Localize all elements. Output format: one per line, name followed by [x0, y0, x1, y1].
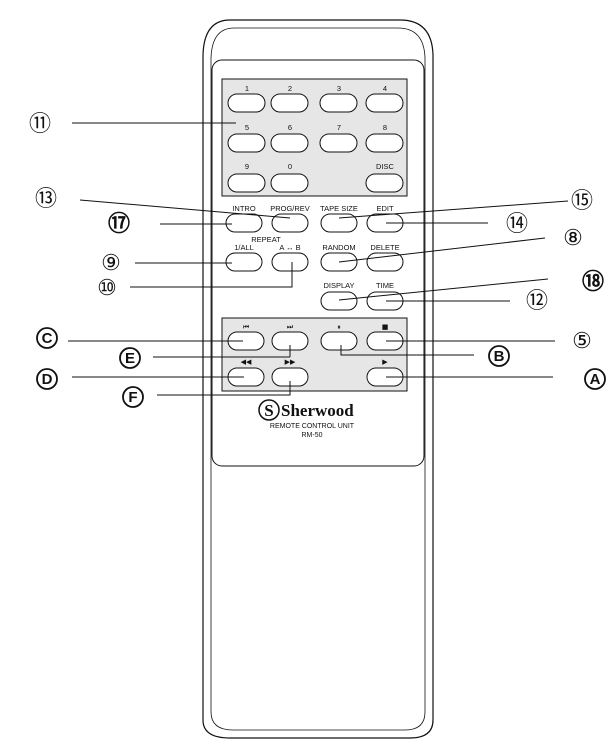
prog-rev-button[interactable]	[271, 213, 309, 233]
brand-logo: S	[258, 399, 280, 421]
key-7[interactable]	[319, 133, 358, 153]
one-all-button[interactable]	[225, 252, 263, 272]
delete-button[interactable]	[366, 252, 404, 272]
key-1-label: 1	[245, 84, 249, 93]
key-4-label: 4	[383, 84, 387, 93]
key-disc-label: DISC	[376, 162, 395, 171]
pause-button[interactable]	[320, 331, 358, 351]
remote-outer-body	[202, 19, 434, 739]
key-8-label: 8	[383, 123, 387, 132]
key-2[interactable]	[270, 93, 309, 113]
time-label: TIME	[376, 281, 394, 290]
callout-d-letter: D	[42, 371, 53, 388]
brand-line2: RM-50	[301, 432, 322, 439]
callout-10: ⑩	[97, 275, 117, 300]
key-disc[interactable]	[365, 173, 404, 193]
key-0[interactable]	[270, 173, 309, 193]
key-8[interactable]	[365, 133, 404, 153]
remote-inner-outline	[210, 27, 426, 731]
key-5-label: 5	[245, 123, 249, 132]
leader-b	[340, 345, 474, 356]
callout-9: ⑨	[101, 250, 121, 275]
callout-e-letter: E	[125, 350, 135, 367]
leader-f	[157, 381, 291, 396]
callout-11: ⑪	[29, 111, 51, 136]
callout-12: ⑫	[526, 288, 548, 313]
key-4[interactable]	[365, 93, 404, 113]
prev-icon: ⏮	[243, 323, 249, 331]
leader-18	[338, 278, 549, 301]
key-6[interactable]	[270, 133, 309, 153]
pause-icon: ⏸	[337, 323, 341, 331]
callout-e: E	[119, 347, 141, 369]
callout-c-letter: C	[42, 330, 53, 347]
brand-name: Sherwood	[281, 401, 354, 420]
leader-10	[130, 262, 293, 288]
random-label: RANDOM	[322, 243, 355, 252]
stop-icon: ■	[382, 323, 389, 331]
key-3-label: 3	[337, 84, 341, 93]
callout-17: ⑰	[108, 211, 130, 236]
leader-lines	[68, 122, 569, 396]
callout-15: ⑮	[571, 188, 593, 213]
leader-13	[79, 199, 291, 219]
a-b-button[interactable]	[271, 252, 309, 272]
callout-f-circle	[122, 386, 144, 408]
tape-size-label: TAPE SIZE	[320, 204, 358, 213]
callout-d: D	[36, 368, 58, 390]
callout-8: ⑧	[563, 225, 583, 250]
key-5[interactable]	[227, 133, 266, 153]
play-icon: ▶	[382, 358, 388, 366]
key-2-label: 2	[288, 84, 292, 93]
callout-14: ⑭	[506, 211, 528, 236]
callout-f-letter: F	[128, 389, 137, 406]
key-6-label: 6	[288, 123, 292, 132]
a-b-label: A ↔ B	[279, 243, 300, 252]
edit-label: EDIT	[376, 204, 394, 213]
callout-a: A	[584, 368, 606, 390]
key-0-label: 0	[288, 162, 292, 171]
brand-logo-letter: S	[264, 401, 273, 420]
one-all-label: 1/ALL	[234, 243, 254, 252]
repeat-label: REPEAT	[251, 235, 281, 244]
tape-size-button[interactable]	[320, 213, 358, 233]
key-1[interactable]	[227, 93, 266, 113]
callout-e-circle	[119, 347, 141, 369]
callout-a-letter: A	[590, 371, 601, 388]
callout-5: ⑤	[572, 328, 592, 353]
callout-c: C	[36, 327, 58, 349]
rew-icon: ◀◀	[241, 358, 252, 366]
callout-c-circle	[36, 327, 58, 349]
next-icon: ⏭	[287, 323, 294, 331]
leader-8	[338, 237, 546, 263]
brand-line1: REMOTE CONTROL UNIT	[270, 423, 355, 430]
brand-logo-circle	[258, 399, 280, 421]
display-label: DISPLAY	[323, 281, 354, 290]
callout-18: ⑱	[582, 269, 604, 294]
key-9-label: 9	[245, 162, 249, 171]
callout-b-circle	[488, 345, 510, 367]
key-3[interactable]	[319, 93, 358, 113]
ffwd-icon: ▶▶	[285, 358, 296, 366]
callout-d-circle	[36, 368, 58, 390]
callout-b: B	[488, 345, 510, 367]
key-9[interactable]	[227, 173, 266, 193]
intro-button[interactable]	[225, 213, 263, 233]
prog-rev-label: PROG/REV	[270, 204, 310, 213]
delete-label: DELETE	[370, 243, 399, 252]
intro-label: INTRO	[232, 204, 255, 213]
callout-f: F	[122, 386, 144, 408]
callout-a-circle	[584, 368, 606, 390]
leader-15	[338, 200, 569, 219]
callout-b-letter: B	[494, 348, 505, 365]
display-button[interactable]	[320, 291, 358, 311]
key-7-label: 7	[337, 123, 341, 132]
callout-13: ⑬	[35, 186, 57, 211]
